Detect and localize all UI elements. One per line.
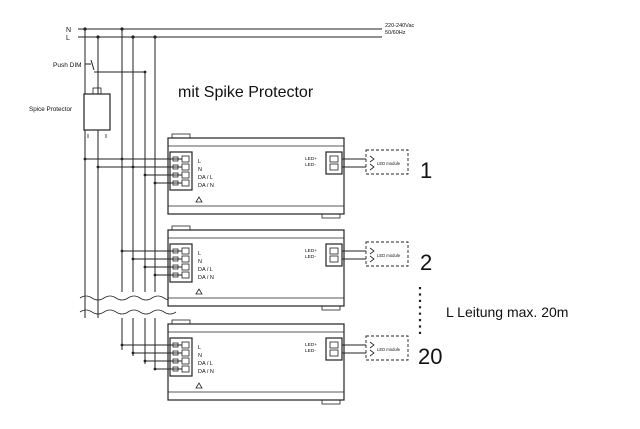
terminal-label: L xyxy=(198,251,201,257)
spike-protector: Spice Protector xyxy=(29,87,111,138)
spike-protector-label: Spice Protector xyxy=(29,106,72,113)
output-terminal-block xyxy=(325,243,343,267)
terminal-label: L xyxy=(198,159,201,165)
led-output-label: LED- xyxy=(305,162,316,168)
neutral-label: N xyxy=(66,27,71,34)
push-dim-label: Push DIM xyxy=(53,62,82,69)
bus-wires xyxy=(79,29,177,370)
push-dim-switch: Push DIM xyxy=(53,59,147,74)
driver-number: 1 xyxy=(420,158,432,183)
led-output-label: LED+ xyxy=(305,342,317,348)
led-module-label: LED module xyxy=(377,347,401,352)
supply-frequency: 50/60Hz xyxy=(385,30,406,36)
driver-housing xyxy=(167,323,345,401)
driver-housing xyxy=(167,229,345,307)
output-terminal-block xyxy=(325,151,343,175)
live-label: L xyxy=(66,35,70,42)
led-output-label: LED+ xyxy=(305,248,317,254)
terminal-label: DA / N xyxy=(198,369,214,375)
supply-lines: N L 220-240Vac 50/60Hz xyxy=(66,23,415,42)
junction-dots xyxy=(83,27,157,39)
driver-unit: LN DA / L DA / N LED+LED- LED module 20 xyxy=(120,319,442,405)
led-output-label: LED- xyxy=(305,348,316,354)
driver-number: 20 xyxy=(418,344,442,369)
terminal-label: DA / N xyxy=(198,183,214,189)
input-terminal-block xyxy=(169,337,193,377)
led-module xyxy=(365,241,409,267)
terminal-label: N xyxy=(198,259,202,265)
diagram-heading: mit Spike Protector xyxy=(178,84,314,101)
driver-housing xyxy=(167,137,345,215)
led-output-label: LED+ xyxy=(305,156,317,162)
terminal-label: L xyxy=(198,345,201,351)
terminal-label: DA / N xyxy=(198,275,214,281)
driver-unit: LN DA / L DA / N LED+LED- LED module 1 xyxy=(83,133,432,219)
input-terminal-block xyxy=(169,151,193,191)
terminal-label: N xyxy=(198,353,202,359)
led-output-label: LED- xyxy=(305,254,316,260)
led-module-label: LED module xyxy=(377,253,401,258)
spike-protector-box xyxy=(83,93,111,131)
terminal-label: DA / L xyxy=(198,361,213,367)
driver-number: 2 xyxy=(420,250,432,275)
driver-unit: LN DA / L DA / N LED+LED- LED module 2 xyxy=(120,225,432,311)
supply-voltage: 220-240Vac xyxy=(385,23,415,29)
led-module xyxy=(365,335,409,361)
input-terminal-block xyxy=(169,243,193,283)
terminal-label: DA / L xyxy=(198,175,213,181)
led-module xyxy=(365,149,409,175)
cable-length-note: L Leitung max. 20m xyxy=(446,304,568,320)
output-terminal-block xyxy=(325,337,343,361)
terminal-label: N xyxy=(198,167,202,173)
terminal-label: DA / L xyxy=(198,267,213,273)
led-module-label: LED module xyxy=(377,161,401,166)
